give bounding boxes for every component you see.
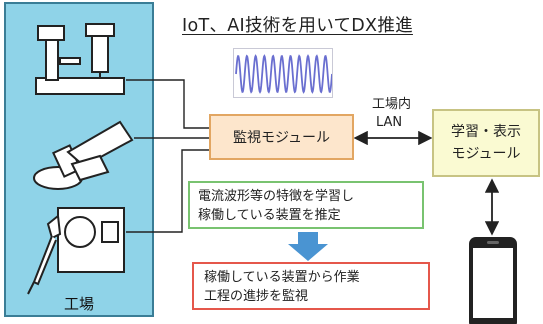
learning-module-box: 学習・表示 モジュール [432, 109, 540, 177]
lan-label-line1: 工場内 [372, 97, 412, 112]
down-arrow-icon [288, 232, 328, 261]
smartphone-icon [469, 237, 517, 324]
page-title: IoT、AI技術を用いてDX推進 [182, 16, 413, 36]
feature-learning-box: 電流波形等の特徴を学習し 稼働している装置を推定 [188, 181, 424, 229]
progress-monitor-line1: 稼働している装置から作業 [204, 270, 360, 285]
factory-label: 工場 [63, 295, 94, 313]
lan-label-line2: LAN [376, 115, 403, 130]
feature-learning-line1: 電流波形等の特徴を学習し [198, 189, 355, 204]
progress-monitor-box: 稼働している装置から作業 工程の進捗を監視 [192, 262, 430, 310]
power-meter-icon [27, 207, 125, 295]
lan-label: 工場内 LAN [372, 96, 411, 132]
monitor-module-box: 監視モジュール [209, 114, 354, 160]
monitor-module-label: 監視モジュール [232, 130, 331, 146]
learning-module-line2: モジュール [451, 146, 521, 162]
waveform-icon [233, 48, 333, 98]
robot-arm-icon [33, 120, 134, 190]
learning-module-line1: 学習・表示 [451, 124, 521, 140]
machine-tool-icon [35, 23, 125, 95]
progress-monitor-line2: 工程の進捗を監視 [204, 289, 309, 304]
feature-learning-line2: 稼働している装置を推定 [198, 208, 341, 223]
